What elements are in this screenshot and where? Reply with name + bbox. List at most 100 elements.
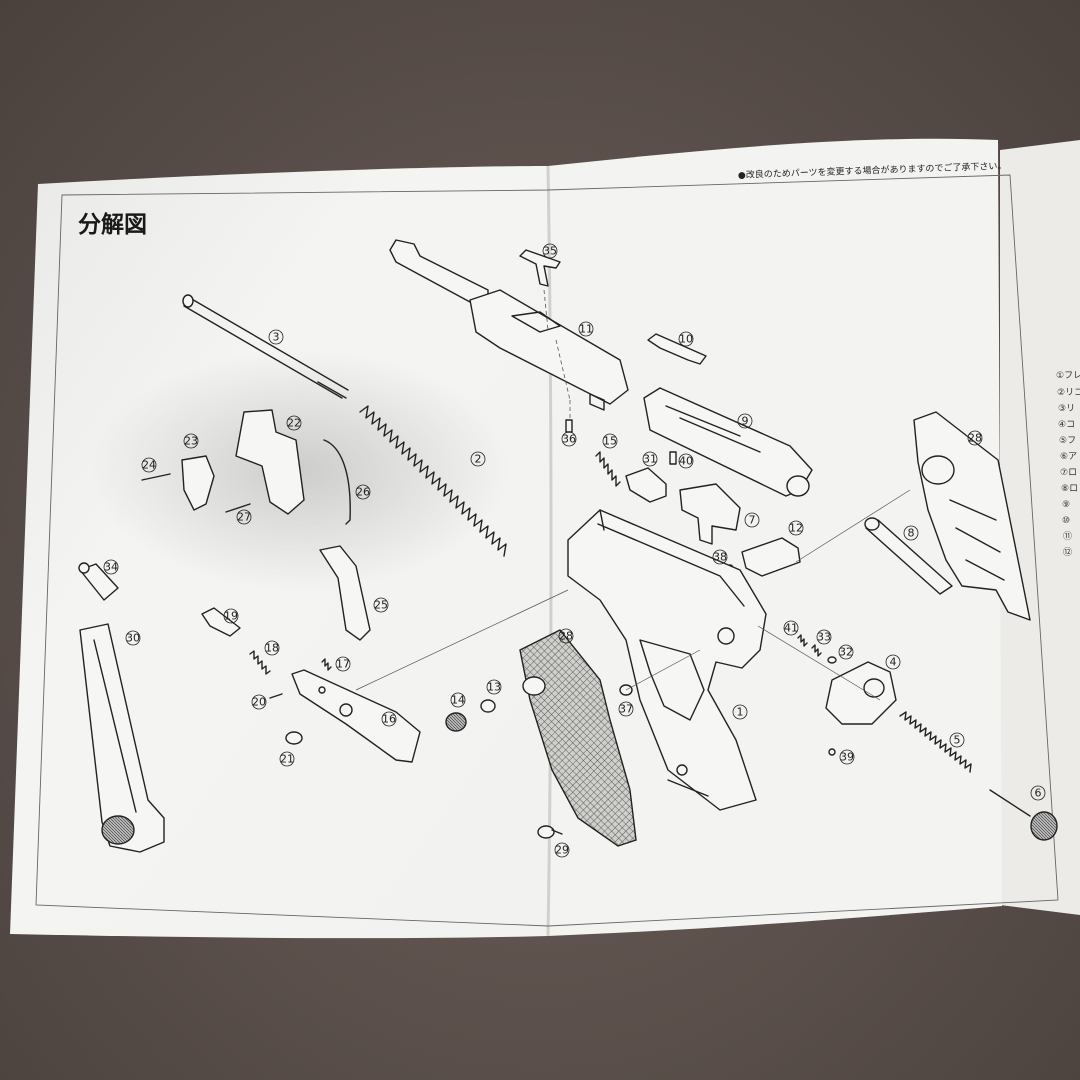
part-frame: [567, 509, 767, 811]
part-25: [319, 545, 371, 641]
callout-20-label: 20: [252, 696, 266, 709]
legend-item-11: ⑪: [1063, 531, 1072, 542]
part-plunger-6: [989, 789, 1058, 841]
callout-3: 3: [268, 329, 284, 345]
part-recoil-spring: [359, 405, 507, 557]
legend-item-10: ⑩: [1062, 516, 1070, 526]
callout-19-label: 19: [224, 610, 238, 623]
callout-36-label: 36: [562, 433, 576, 446]
callout-33: 33: [816, 629, 832, 645]
callout-10: 10: [678, 331, 694, 347]
callout-24-label: 24: [142, 459, 156, 472]
callout-17-label: 17: [336, 658, 350, 671]
callout-12-label: 12: [789, 522, 803, 535]
callout-40: 40: [678, 453, 694, 469]
callout-23-label: 23: [184, 435, 198, 448]
callout-16: 16: [381, 711, 397, 727]
part-spring-18: [249, 650, 271, 675]
part-magazine-30: [79, 623, 165, 853]
callout-27: 27: [236, 509, 252, 525]
callout-6: 6: [1030, 785, 1046, 801]
callout-26: 26: [355, 484, 371, 500]
callout-35-label: 35: [543, 245, 557, 258]
callout-41: 41: [783, 620, 799, 636]
part-barrel: [389, 239, 629, 420]
part-block-7: [679, 483, 741, 545]
callout-38-label: 38: [713, 551, 727, 564]
callout-39-label: 39: [840, 751, 854, 764]
callout-32-label: 32: [839, 646, 853, 659]
callout-11: 11: [578, 321, 594, 337]
part-32: [827, 656, 837, 664]
callout-4: 4: [885, 654, 901, 670]
callout-32: 32: [838, 644, 854, 660]
callout-21-label: 21: [280, 753, 294, 766]
part-spring-15: [595, 451, 621, 487]
callout-27-label: 27: [237, 511, 251, 524]
callout-39: 39: [839, 749, 855, 765]
page-frame: [35, 174, 1059, 927]
callout-9-label: 9: [742, 415, 749, 428]
callout-5-label: 5: [954, 734, 961, 747]
callout-7: 7: [744, 512, 760, 528]
callout-41-label: 41: [784, 622, 798, 635]
callout-2-label: 2: [475, 453, 482, 466]
callout-10-label: 10: [679, 333, 693, 346]
callout-22-label: 22: [287, 417, 301, 430]
callout-25-label: 25: [374, 599, 388, 612]
callout-30: 30: [125, 630, 141, 646]
callout-21: 21: [279, 751, 295, 767]
callout-9: 9: [737, 413, 753, 429]
callout-5: 5: [949, 732, 965, 748]
callout-1-label: 1: [737, 706, 744, 719]
callout-6-label: 6: [1035, 787, 1042, 800]
part-block-31: [625, 467, 667, 503]
part-pin-40: [669, 451, 677, 465]
callout-38: 38: [712, 549, 728, 565]
leader-lines: [355, 489, 911, 701]
legend-item-12: ⑫: [1063, 547, 1072, 558]
part-13: [480, 699, 496, 713]
callout-19: 19: [223, 608, 239, 624]
callout-22: 22: [286, 415, 302, 431]
callout-25: 25: [373, 597, 389, 613]
callout-35: 35: [542, 243, 558, 259]
part-trigger-group: [141, 409, 305, 515]
part-guide-rod: [182, 294, 349, 399]
part-bolt: [643, 387, 813, 497]
part-19: [201, 607, 241, 637]
part-grip-panel-left: [519, 629, 637, 847]
part-ejector-plate: [647, 333, 707, 365]
part-screw-29: [537, 825, 563, 839]
legend-item-1: ①フレ: [1056, 371, 1080, 381]
callout-23: 23: [183, 433, 199, 449]
next-page-edge: [1000, 140, 1080, 915]
legend-item-8: ⑧ロ: [1061, 484, 1078, 494]
page-title: 分解図: [78, 211, 147, 238]
callout-28-left: 28: [558, 628, 574, 644]
legend-item-2: ②リコ: [1057, 388, 1080, 398]
callout-7-label: 7: [749, 514, 756, 527]
callout-29-label: 29: [555, 844, 569, 857]
part-spring-17: [321, 658, 332, 671]
callout-24: 24: [141, 457, 157, 473]
part-14: [445, 712, 467, 732]
legend-item-3: ③リ: [1058, 404, 1075, 414]
callout-26-label: 26: [356, 486, 370, 499]
callout-34-label: 34: [104, 561, 118, 574]
part-12: [741, 537, 801, 577]
callout-40-label: 40: [679, 455, 693, 468]
part-cartridge-34: [78, 562, 119, 601]
part-spring-33: [811, 644, 822, 657]
callout-20: 20: [251, 694, 267, 710]
callouts: 1 2 3 4 5 6 7 8 9 10 11 12 13 14 15 16 1…: [103, 243, 1046, 858]
legend-item-6: ⑥ア: [1060, 452, 1077, 462]
callout-1: 1: [732, 704, 748, 720]
callout-17: 17: [335, 656, 351, 672]
callout-11-label: 11: [579, 323, 593, 336]
callout-29: 29: [554, 842, 570, 858]
part-pin-20: [269, 693, 283, 699]
part-pin-8: [864, 517, 953, 595]
legend-item-9: ⑨: [1062, 500, 1070, 510]
